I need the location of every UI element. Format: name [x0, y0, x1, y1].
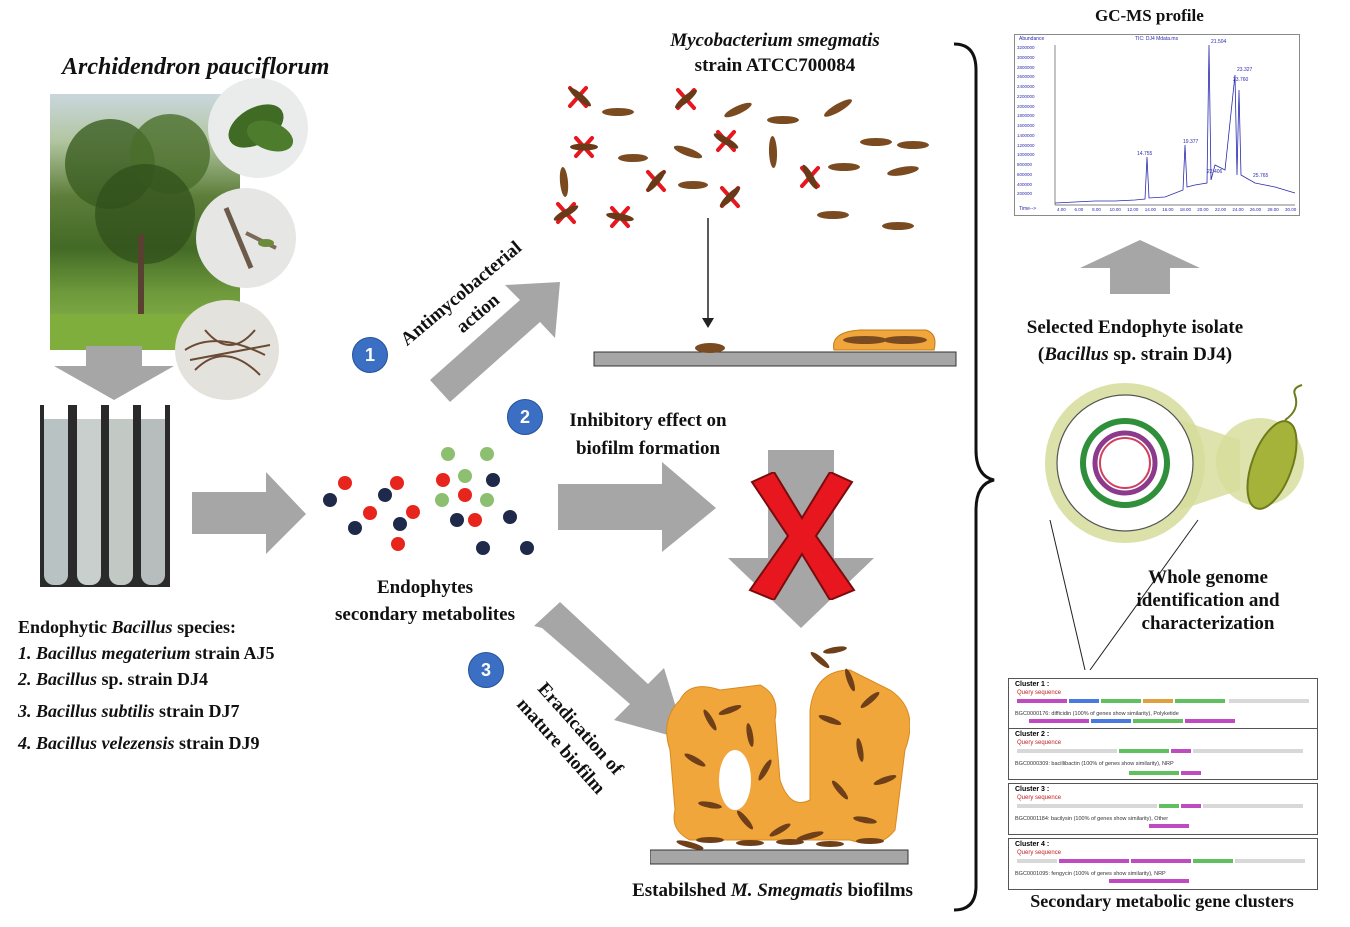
gcms-ytick: 2600000 [1017, 74, 1035, 80]
metabolites-label: Endophytes secondary metabolites [335, 577, 515, 625]
cluster-description: BGC0000309: bacillibactin (100% of genes… [1015, 761, 1174, 767]
right-arrow-metabolites [192, 472, 306, 554]
gcms-trace-label: TIC: DJ4 Mdata.ms [1135, 36, 1179, 42]
cluster-query-label: Query sequence [1017, 850, 1062, 856]
gcms-ytick: 1400000 [1017, 132, 1035, 138]
leaf-photo [208, 78, 308, 178]
arrow-eradication [534, 602, 686, 740]
biofilm-label: Estabilshed M. Smegmatis biofilms [632, 880, 913, 901]
clusters-footer: Secondary metabolic gene clusters [1030, 891, 1294, 911]
species-item: 3. Bacillus subtilis strain DJ7 [18, 701, 240, 721]
cluster-query-label: Query sequence [1017, 740, 1062, 746]
gcms-ytick: 400000 [1017, 181, 1033, 187]
target-label: Mycobacterium smegmatis strain ATCC70008… [670, 30, 880, 76]
gcms-ytick: 1600000 [1017, 123, 1035, 128]
gcms-xtick: 8.00 [1092, 207, 1101, 212]
gcms-xtick: 30.00 [1285, 207, 1297, 212]
attachment-arrow [702, 218, 714, 328]
gcms-ytick: 800000 [1017, 162, 1033, 167]
gcms-ytick: 200000 [1017, 191, 1033, 197]
right-brace [953, 42, 995, 912]
gcms-xtick: 10.00 [1109, 207, 1121, 212]
surface-top [593, 329, 957, 367]
cluster-description: BGC0001184: bacilysin (100% of genes sho… [1015, 816, 1169, 822]
gcms-peak-label: 19.377 [1183, 139, 1199, 145]
species-list: Endophytic Bacillus species: 1. Bacillus… [18, 614, 338, 756]
gcms-ylabel: Abundance [1019, 36, 1045, 42]
inhibitory-label: Inhibitory effect on biofilm formation [569, 410, 727, 459]
gene-cluster-panel: Cluster 1 : Query sequence BGC0000176: d… [1008, 678, 1318, 730]
gcms-ytick: 600000 [1017, 171, 1033, 177]
gcms-ytick: 1800000 [1017, 113, 1035, 119]
gcms-title: GC-MS profile [1095, 6, 1204, 25]
inhibition-cross-icon [748, 472, 856, 600]
gcms-ytick: 2800000 [1017, 64, 1035, 70]
species-item: 2. Bacillus sp. strain DJ4 [18, 669, 209, 689]
gcms-xtick: 18.00 [1179, 207, 1192, 212]
genome-map [1045, 383, 1304, 670]
cluster-query-label: Query sequence [1017, 690, 1062, 696]
gcms-ytick: 1200000 [1017, 142, 1035, 148]
mature-biofilm [650, 646, 910, 865]
gcms-xtick: 22.00 [1214, 207, 1227, 212]
gcms-xtick: 12.00 [1127, 207, 1139, 212]
step-1-badge: 1 [352, 337, 388, 373]
step-3-badge: 3 [468, 652, 504, 688]
gcms-xtick: 28.00 [1267, 207, 1279, 212]
cluster-title: Cluster 2 : [1015, 731, 1050, 738]
species-item: 1. Bacillus megaterium strain AJ5 [18, 643, 275, 663]
gcms-ytick: 1000000 [1017, 152, 1035, 158]
arrow-inhibitory [558, 462, 716, 552]
gcms-peak-label: 23.760 [1233, 77, 1249, 83]
gcms-ytick: 3000000 [1017, 54, 1035, 60]
gcms-ytick: 3200000 [1017, 45, 1035, 50]
metabolite-dots [323, 447, 534, 555]
gcms-xtick: 14.00 [1144, 207, 1156, 212]
gcms-peak-label: 22.406 [1207, 169, 1223, 175]
bacteria-field [553, 86, 929, 230]
up-arrow-gcms [1080, 240, 1200, 294]
species-item: 4. Bacillus velezensis strain DJ9 [18, 733, 260, 753]
gene-cluster-panel: Cluster 3 : Query sequence BGC0001184: b… [1008, 783, 1318, 835]
gcms-peak-label: 23.327 [1237, 67, 1253, 73]
gcms-chart: Abundance TIC: DJ4 Mdata.ms Time--> 3200… [1014, 34, 1300, 216]
cluster-title: Cluster 4 : [1015, 841, 1050, 848]
gene-cluster-panel: Cluster 2 : Query sequence BGC0000309: b… [1008, 728, 1318, 780]
gcms-ytick: 2400000 [1017, 84, 1035, 89]
cluster-description: BGC0000176: difficidin (100% of genes sh… [1015, 711, 1179, 717]
cluster-title: Cluster 3 : [1015, 786, 1050, 793]
stem-photo [196, 188, 296, 288]
plant-title: Archidendron pauciflorum [62, 54, 330, 80]
root-photo [175, 300, 279, 400]
culture-tubes-photo [40, 405, 170, 587]
gene-cluster-panel: Cluster 4 : Query sequence BGC0001095: f… [1008, 838, 1318, 890]
cluster-query-label: Query sequence [1017, 795, 1062, 801]
gcms-peak-label: 14.755 [1137, 151, 1153, 157]
step-2-badge: 2 [507, 399, 543, 435]
gcms-peak-label: 25.765 [1253, 173, 1269, 179]
gcms-peak-label: 21.504 [1211, 39, 1227, 45]
gcms-ytick: 2200000 [1017, 93, 1035, 99]
gcms-xtick: 16.00 [1162, 207, 1174, 212]
gcms-xtick: 24.00 [1232, 207, 1244, 212]
gcms-ytick: 2000000 [1017, 103, 1035, 109]
arrow-antimycobacterial [430, 282, 560, 402]
gcms-xtick: 4.00 [1057, 207, 1066, 212]
gcms-xtick: 6.00 [1074, 207, 1084, 212]
down-arrow-plant [54, 346, 174, 400]
genome-label: Whole genome identification and characte… [1136, 567, 1280, 634]
species-heading: Endophytic Bacillus species: [18, 617, 237, 637]
isolate-label: Selected Endophyte isolate (Bacillus sp.… [1026, 317, 1244, 365]
gcms-xtick: 20.00 [1197, 207, 1209, 212]
cluster-title: Cluster 1 : [1015, 681, 1050, 688]
gcms-time-label: Time--> [1019, 206, 1037, 212]
gcms-xtick: 26.00 [1249, 207, 1262, 212]
cluster-description: BGC0001095: fengycin (100% of genes show… [1015, 871, 1166, 877]
